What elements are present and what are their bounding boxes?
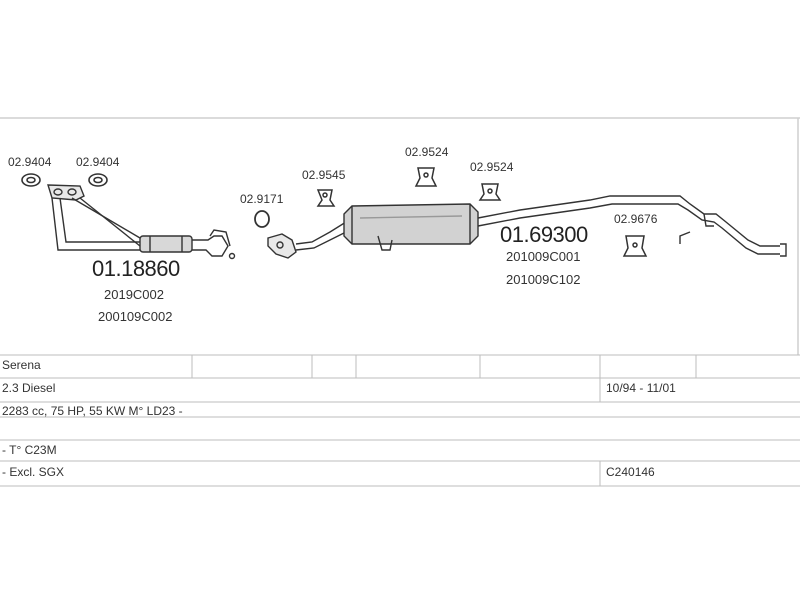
middle-pipe-icon: [267, 221, 351, 259]
gasket-label: 02.9404: [76, 155, 120, 169]
table-model: Serena: [2, 358, 41, 372]
table-type: - T° C23M: [2, 443, 57, 457]
rear-silencer-part-number: 01.69300: [500, 222, 588, 247]
table-spec: 2283 cc, 75 HP, 55 KW M° LD23 -: [2, 404, 183, 418]
front-pipe-code: 200109C002: [98, 309, 173, 324]
table-engine: 2.3 Diesel: [2, 381, 56, 395]
clamp-icon: [254, 210, 270, 228]
hanger-label: 02.9524: [470, 160, 514, 174]
hanger-icon: [414, 167, 438, 187]
hanger-icon: [622, 235, 648, 257]
hanger-label: 02.9676: [614, 212, 658, 226]
hanger-icon: [316, 189, 336, 207]
rear-silencer-code: 201009C102: [506, 272, 581, 287]
gasket-icon: [21, 173, 41, 187]
front-pipe-code: 2019C002: [104, 287, 164, 302]
spec-table-grid: [0, 354, 800, 487]
front-pipe-icon: [47, 184, 236, 260]
hanger-label: 02.9524: [405, 145, 449, 159]
gasket-icon: [88, 173, 108, 187]
table-ref: C240146: [606, 465, 655, 479]
hanger-icon: [478, 183, 502, 201]
table-years: 10/94 - 11/01: [606, 381, 676, 395]
front-pipe-part-number: 01.18860: [92, 256, 180, 281]
rear-silencer-code: 201009C001: [506, 249, 581, 264]
clamp-label: 02.9171: [240, 192, 284, 206]
table-note: - Excl. SGX: [2, 465, 65, 479]
hanger-label: 02.9545: [302, 168, 346, 182]
gasket-label: 02.9404: [8, 155, 52, 169]
rear-silencer-icon: [343, 195, 787, 257]
